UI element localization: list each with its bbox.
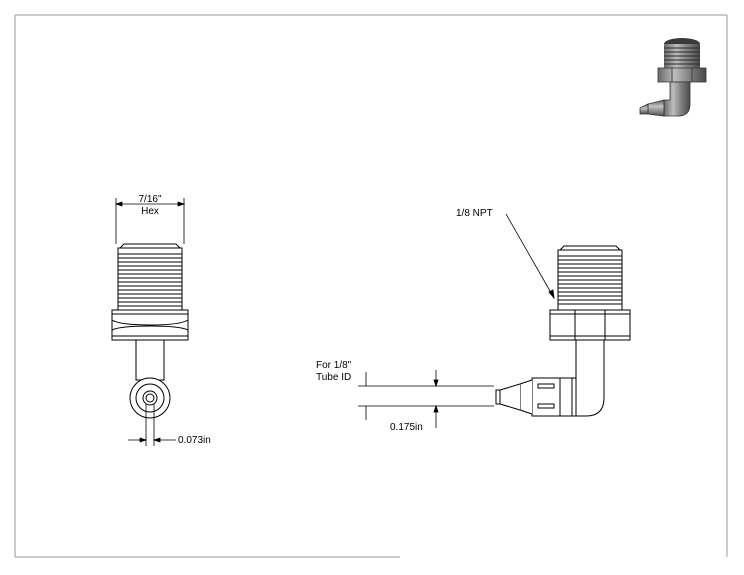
tube-note-line1: For 1/8" [316,360,352,371]
leader-npt [505,213,555,300]
hex-label: Hex [141,206,159,217]
front-thread-lines [118,253,182,307]
tube-note-line2: Tube ID [316,372,352,383]
thread-callout-label: 1/8 NPT [456,208,493,219]
sheet-border [14,14,728,558]
dim-tube-id [358,370,494,388]
dim-bore [128,404,176,446]
front-view [111,243,189,419]
bore-dim-label: 0.073in [178,435,211,446]
side-view [495,245,631,417]
dim-barb [358,404,494,428]
dim-hex [114,198,186,244]
side-thread-lines [558,255,622,305]
hex-size-label: 7/16" [138,194,162,205]
elbow-fitting-3d-icon [639,38,707,117]
barb-dim-label: 0.175in [390,422,423,433]
